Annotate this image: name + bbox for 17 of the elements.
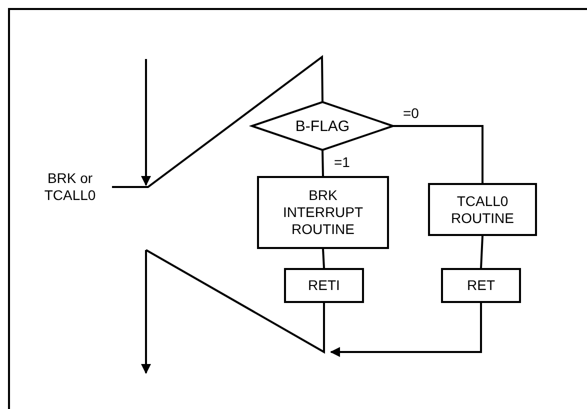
connector-line	[480, 236, 484, 268]
arrow	[330, 303, 482, 357]
node-label: B-FLAG	[295, 118, 350, 134]
connector-line	[146, 249, 325, 354]
node-label: RETI	[308, 277, 340, 294]
node-label: TCALL0 ROUTINE	[450, 192, 515, 226]
connector-line	[322, 248, 325, 268]
node-label: BRK INTERRUPT ROUTINE	[282, 187, 364, 238]
process-box	[257, 176, 389, 249]
process-box	[428, 183, 537, 236]
process-box	[441, 268, 521, 303]
connector-line	[322, 150, 324, 176]
process-box	[284, 268, 364, 303]
connector-line	[393, 125, 484, 183]
connector-line	[112, 55, 324, 188]
signal-label: BRK or TCALL0	[43, 170, 97, 204]
node-label: RET	[467, 277, 495, 294]
